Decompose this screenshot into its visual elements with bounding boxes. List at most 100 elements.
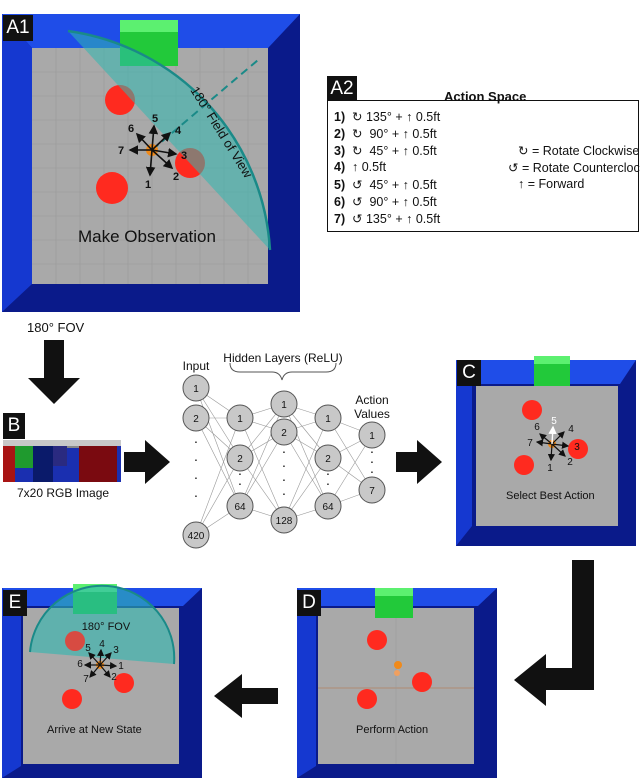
nn-node — [270, 418, 298, 446]
svg-text:4: 4 — [568, 424, 574, 435]
legend-row: ↺ = Rotate Counterclockwise — [508, 161, 640, 175]
nn-input-label: Input — [183, 359, 210, 373]
nn-node — [226, 444, 254, 472]
svg-text:1: 1 — [325, 414, 331, 425]
svg-text:3: 3 — [574, 442, 580, 453]
svg-text:1: 1 — [193, 384, 199, 395]
a1-dir-5: 5 — [152, 113, 158, 125]
nn-node — [314, 492, 342, 520]
nn-output-label-2: Values — [354, 407, 390, 421]
svg-text:7: 7 — [369, 486, 375, 497]
nn-node — [270, 506, 298, 534]
svg-text:·: · — [282, 443, 287, 459]
svg-text:5: 5 — [85, 643, 91, 654]
svg-text:·: · — [194, 433, 199, 449]
svg-text:2: 2 — [193, 414, 199, 425]
nn-node — [270, 390, 298, 418]
obstacle — [96, 172, 128, 204]
neural-network: ···· ·· ···· ·· ··· — [182, 362, 386, 549]
e-fov-label: 180° FOV — [82, 621, 131, 633]
svg-text:1: 1 — [281, 400, 287, 411]
svg-text:·: · — [326, 465, 331, 481]
action-row: 7)↺ 135° + ↑ 0.5ft — [334, 212, 441, 226]
arrow-down — [28, 340, 80, 404]
panel-label-a1: A1 — [3, 15, 33, 41]
rgb-image — [3, 440, 121, 482]
nn-node — [226, 492, 254, 520]
nn-node — [226, 404, 254, 432]
svg-text:·: · — [194, 487, 199, 503]
svg-text:·: · — [282, 485, 287, 501]
env-d — [297, 588, 497, 778]
svg-text:2: 2 — [281, 428, 287, 439]
svg-text:128: 128 — [276, 516, 293, 527]
svg-text:·: · — [370, 443, 375, 459]
svg-text:·: · — [194, 451, 199, 467]
nn-node — [314, 444, 342, 472]
panel-label-c: C — [457, 360, 481, 386]
arrow-left — [214, 674, 278, 718]
action-row: 6)↺ 90° + ↑ 0.5ft — [334, 195, 437, 209]
arrow-right — [124, 440, 170, 484]
svg-text:7: 7 — [83, 674, 89, 685]
panel-label-a2: A2 — [327, 76, 357, 102]
nn-node — [358, 476, 386, 504]
a1-dir-7: 7 — [118, 145, 124, 157]
panel-label-e: E — [3, 590, 27, 616]
a1-dir-3: 3 — [181, 150, 187, 162]
svg-text:64: 64 — [234, 502, 246, 513]
b-fov-caption: 180° FOV — [27, 320, 85, 335]
panel-label-b: B — [3, 413, 25, 439]
e-caption: Arrive at New State — [47, 724, 142, 736]
c-caption: Select Best Action — [506, 490, 595, 502]
action-row: 4)↑ 0.5ft — [334, 160, 387, 174]
svg-text:2: 2 — [325, 454, 331, 465]
svg-text:6: 6 — [534, 422, 540, 433]
svg-text:·: · — [326, 475, 331, 491]
arrow-elbow — [514, 560, 594, 706]
env-e — [2, 584, 202, 778]
svg-text:1: 1 — [237, 414, 243, 425]
env-c — [456, 356, 636, 546]
svg-text:2: 2 — [567, 457, 573, 468]
a1-dir-2: 2 — [173, 171, 179, 183]
svg-text:5: 5 — [551, 416, 557, 427]
svg-text:·: · — [194, 469, 199, 485]
nn-labels: 1 2 420 1 2 64 1 2 128 1 2 64 1 7 — [188, 384, 376, 542]
svg-text:4: 4 — [99, 639, 105, 650]
legend-row: ↑ = Forward — [518, 177, 585, 191]
svg-text:1: 1 — [547, 463, 553, 474]
svg-text:·: · — [282, 471, 287, 487]
nn-node — [182, 404, 210, 432]
action-space-title: Action Space — [444, 89, 527, 104]
svg-text:2: 2 — [237, 454, 243, 465]
a1-dir-1: 1 — [145, 179, 151, 191]
svg-text:7: 7 — [527, 438, 533, 449]
svg-text:·: · — [238, 465, 243, 481]
nn-hidden-label: Hidden Layers (ReLU) — [223, 351, 342, 365]
panel-label-d: D — [297, 590, 321, 616]
action-row: 2)↻ 90° + ↑ 0.5ft — [334, 127, 437, 141]
svg-text:·: · — [370, 463, 375, 479]
svg-text:1: 1 — [118, 661, 124, 672]
a1-observation: Make Observation — [78, 227, 216, 246]
a1-dir-6: 6 — [128, 123, 134, 135]
nn-node — [358, 421, 386, 449]
env-a1 — [2, 14, 300, 312]
nn-node — [182, 374, 210, 402]
action-row: 5)↺ 45° + ↑ 0.5ft — [334, 178, 437, 192]
d-caption: Perform Action — [356, 724, 429, 736]
legend-row: ↻ = Rotate Clockwise — [518, 144, 640, 158]
nn-output-label-1: Action — [355, 393, 388, 407]
action-space-box: Action Space 1)↻ 135° + ↑ 0.5ft 2)↻ 90° … — [327, 89, 640, 232]
svg-text:6: 6 — [77, 659, 83, 670]
svg-text:1: 1 — [369, 431, 375, 442]
action-row: 1)↻ 135° + ↑ 0.5ft — [334, 110, 441, 124]
a1-dir-4: 4 — [175, 125, 182, 137]
svg-text:3: 3 — [113, 645, 119, 656]
svg-text:420: 420 — [188, 531, 205, 542]
svg-text:·: · — [370, 453, 375, 469]
svg-text:·: · — [238, 475, 243, 491]
svg-text:·: · — [282, 457, 287, 473]
